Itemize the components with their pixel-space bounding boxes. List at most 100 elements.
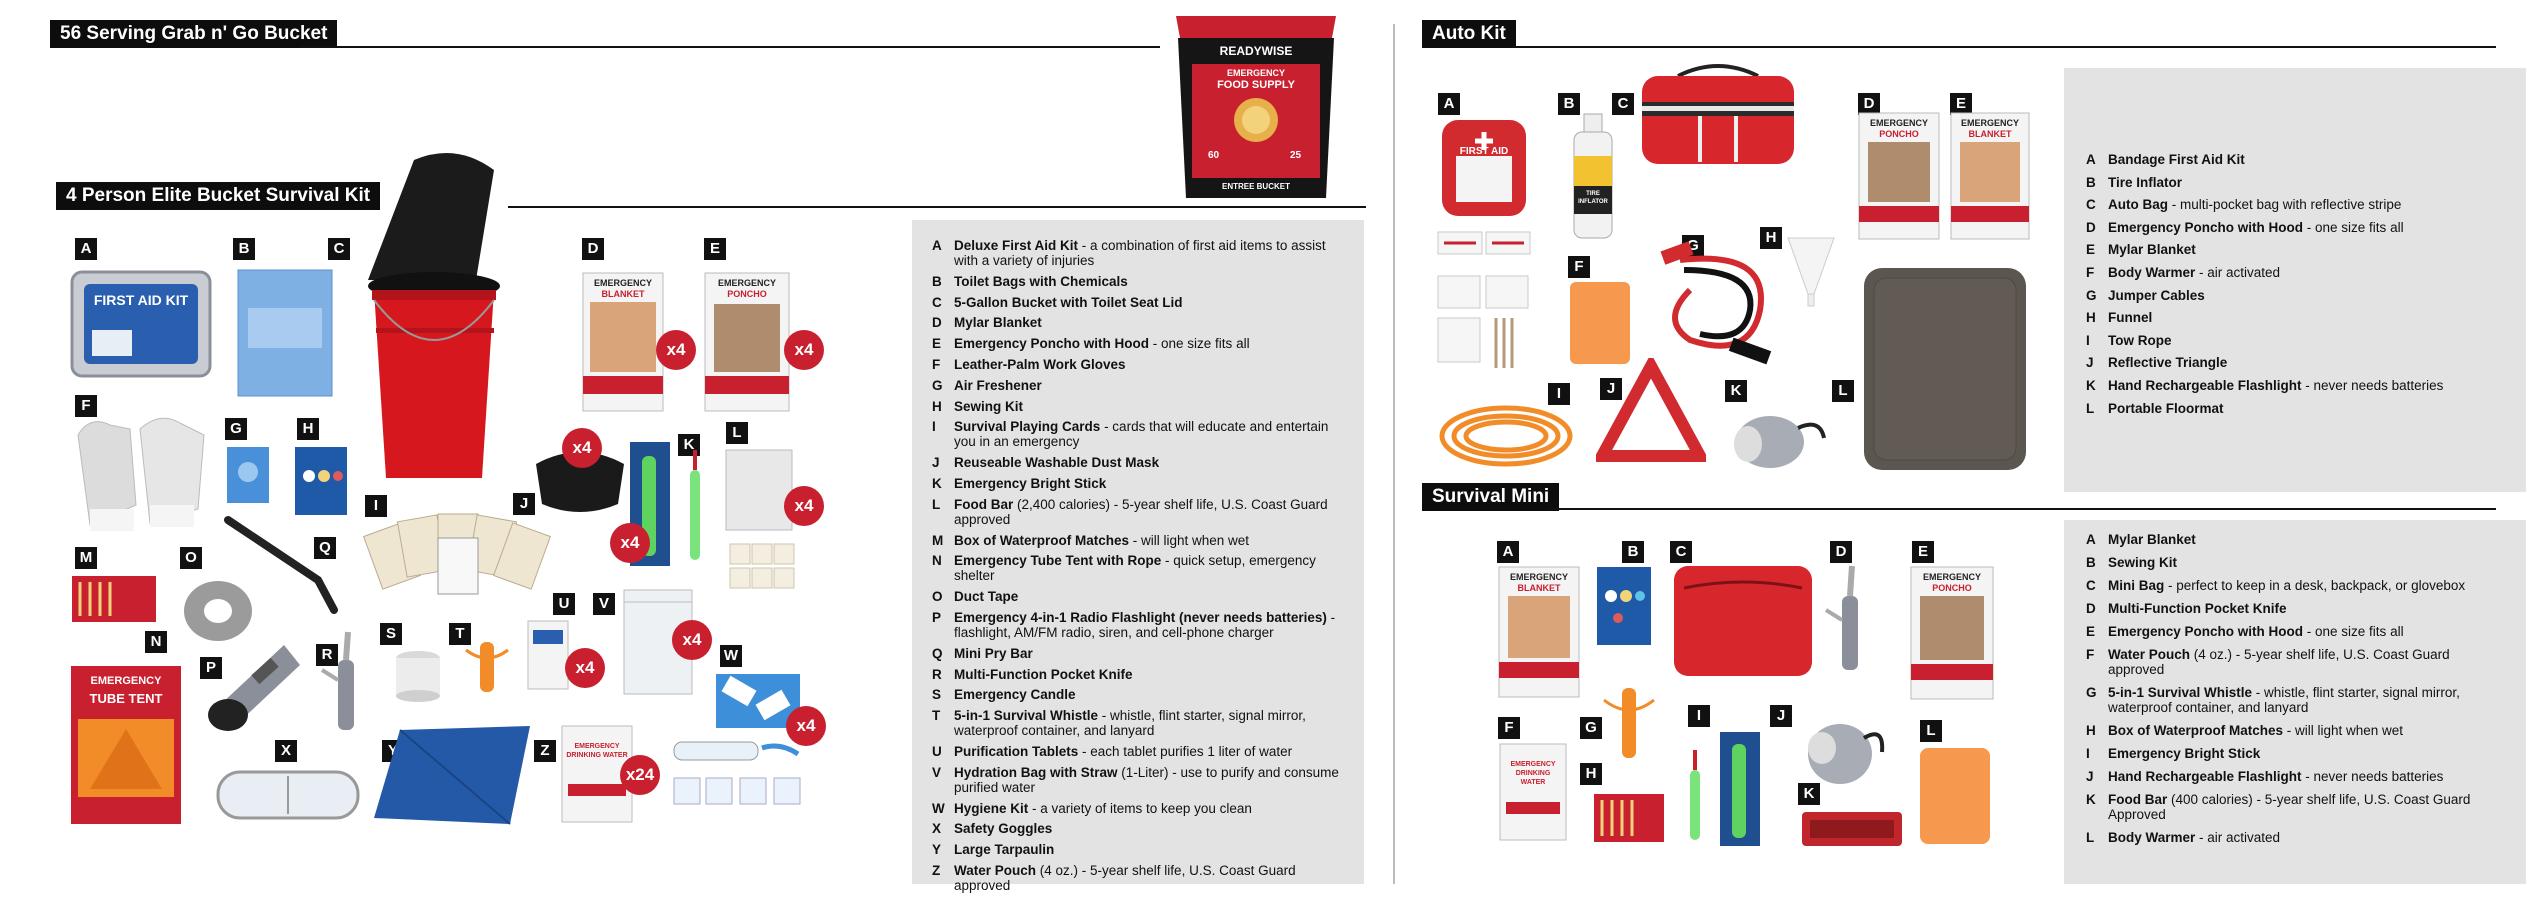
item-name: Body Warmer — [2108, 264, 2196, 280]
item-name: Purification Tablets — [954, 743, 1079, 759]
qty-badge-w: x4 — [786, 706, 826, 746]
elite-label-j: J — [513, 493, 535, 515]
mini-food-bar-image — [1800, 808, 1904, 850]
work-gloves-image — [70, 405, 210, 535]
food-bar-image — [722, 448, 802, 608]
list-item: E Mylar Blanket — [2086, 242, 2506, 257]
bucket-line2: FOOD SUPPLY — [1217, 79, 1295, 91]
item-text: Air Freshener — [954, 378, 1042, 393]
item-letter: E — [932, 336, 942, 352]
item-name: Air Freshener — [954, 377, 1042, 393]
elite-label-i: I — [365, 495, 387, 517]
item-text: Body Warmer - air activated — [2108, 830, 2280, 845]
item-text: Mini Pry Bar — [954, 646, 1033, 661]
tube-tent-image: EMERGENCY TUBE TENT — [70, 665, 182, 825]
item-letter: C — [2086, 197, 2096, 213]
item-name: Water Pouch — [954, 862, 1037, 878]
item-name: Hand Rechargeable Flashlight — [2108, 769, 2302, 784]
item-name: Emergency Poncho with Hood — [2108, 219, 2304, 235]
item-letter: G — [2086, 287, 2097, 303]
elite-label-u: U — [553, 593, 575, 615]
blanket-text: BLANKET — [601, 289, 645, 299]
tube-tent-text: TUBE TENT — [89, 691, 163, 706]
list-item: X Safety Goggles — [932, 821, 1344, 836]
item-letter: E — [2086, 242, 2096, 258]
elite-label-l: L — [726, 422, 748, 444]
mini-label-g: G — [1580, 717, 1602, 739]
item-letter: I — [932, 419, 936, 435]
hygiene-items-image — [670, 738, 806, 828]
mini-blanket-image: EMERGENCY BLANKET — [1498, 566, 1580, 698]
auto-label-b: B — [1558, 93, 1580, 115]
mini-label-i: I — [1688, 705, 1710, 727]
item-letter: Z — [932, 862, 941, 878]
item-name: Multi-Function Pocket Knife — [2108, 601, 2287, 616]
item-description: - multi-pocket bag with reflective strip… — [2168, 197, 2402, 213]
elite-label-p: P — [200, 657, 222, 679]
auto-poncho-image: EMERGENCY PONCHO — [1858, 112, 1940, 240]
item-name: Tire Inflator — [2108, 174, 2183, 190]
elite-label-r: R — [316, 644, 338, 666]
elite-label-n: N — [145, 631, 167, 653]
item-letter: X — [932, 821, 942, 837]
item-letter: K — [2086, 792, 2096, 807]
elite-label-v: V — [593, 593, 615, 615]
item-letter: G — [2086, 685, 2097, 700]
elite-label-h: H — [297, 418, 319, 440]
item-name: Food Bar — [2108, 792, 2168, 807]
item-name: Hygiene Kit — [954, 800, 1029, 816]
auto-body-warmer-image — [1568, 280, 1632, 366]
item-name: Deluxe First Aid Kit — [954, 238, 1079, 253]
item-name: Sewing Kit — [954, 398, 1024, 414]
item-text: Portable Floormat — [2108, 401, 2224, 416]
item-description: (4 oz.) - 5-year shelf life, U.S. Coast … — [2108, 647, 2450, 677]
first-aid-kit-text: FIRST AID KIT — [93, 292, 189, 308]
elite-label-z: Z — [534, 740, 556, 762]
item-name: Emergency Candle — [954, 687, 1076, 703]
item-text: Safety Goggles — [954, 821, 1052, 836]
auto-kit-rule — [1512, 46, 2496, 48]
item-name: Tow Rope — [2108, 332, 2172, 348]
item-text: Funnel — [2108, 310, 2152, 325]
qty-badge-e: x4 — [784, 330, 824, 370]
qty-badge-u: x4 — [565, 648, 605, 688]
item-text: Hand Rechargeable Flashlight - never nee… — [2108, 378, 2443, 393]
item-description: - a combination of first aid items to as… — [954, 238, 1326, 268]
item-letter: I — [2086, 746, 2090, 761]
mini-water-pouch-image: EMERGENCY DRINKING WATER — [1498, 742, 1568, 842]
item-description: - one size fits all — [2303, 219, 2404, 235]
item-letter: K — [2086, 377, 2096, 393]
item-text: Mini Bag - perfect to keep in a desk, ba… — [2108, 578, 2465, 593]
item-name: Survival Playing Cards — [954, 419, 1101, 435]
elite-label-s: S — [380, 623, 402, 645]
item-letter: K — [932, 475, 942, 491]
mini-label-j: J — [1770, 705, 1792, 727]
item-name: Water Pouch — [2108, 647, 2191, 662]
item-letter: W — [932, 800, 945, 816]
item-text: Hand Rechargeable Flashlight - never nee… — [2108, 769, 2443, 784]
item-name: Emergency Tube Tent with Rope — [954, 553, 1162, 569]
item-name: 5-in-1 Survival Whistle — [2108, 685, 2253, 700]
item-description: - will light when wet — [2283, 723, 2404, 738]
item-name: Mylar Blanket — [2108, 242, 2196, 258]
auto-blanket-emergency-text: EMERGENCY — [1960, 118, 2019, 128]
mini-blanket-text: BLANKET — [1517, 583, 1561, 593]
